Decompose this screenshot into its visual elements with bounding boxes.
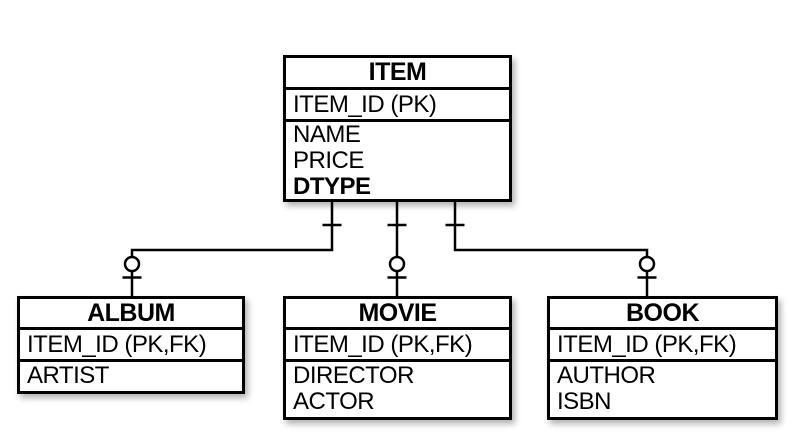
- connector-line-item-album: [130, 200, 334, 296]
- entity-table-movie: MOVIE ITEM_ID (PK,FK) DIRECTOR ACTOR: [283, 296, 512, 420]
- entity-title-item: ITEM: [286, 58, 509, 90]
- attribute-row: ARTIST: [27, 362, 109, 389]
- relationship-item-book: [445, 200, 657, 296]
- entity-title-book: BOOK: [550, 299, 775, 330]
- entity-key-field-item: ITEM_ID (PK): [286, 90, 509, 122]
- entity-attributes-album: ARTIST: [20, 362, 242, 391]
- attribute-row: ACTOR: [293, 388, 375, 415]
- entity-attributes-book: AUTHOR ISBN: [550, 362, 775, 417]
- entity-key-field-movie: ITEM_ID (PK,FK): [286, 330, 509, 362]
- cardinality-zero-circle-movie: [388, 255, 406, 273]
- cardinality-zero-circle-book: [638, 255, 656, 273]
- cardinality-zero-circle-album: [123, 255, 141, 273]
- entity-key-field-album: ITEM_ID (PK,FK): [20, 330, 242, 362]
- attribute-row: DTYPE: [293, 173, 371, 200]
- attribute-row: DIRECTOR: [293, 362, 414, 389]
- connector-line-item-book: [453, 200, 649, 296]
- entity-table-item: ITEM ITEM_ID (PK) NAME PRICE DTYPE: [283, 55, 512, 202]
- entity-table-book: BOOK ITEM_ID (PK,FK) AUTHOR ISBN: [547, 296, 778, 420]
- relationship-item-album: [122, 200, 342, 296]
- attribute-row: ISBN: [557, 388, 612, 415]
- relationship-item-movie: [387, 200, 407, 296]
- entity-title-movie: MOVIE: [286, 299, 509, 330]
- entity-key-field-book: ITEM_ID (PK,FK): [550, 330, 775, 362]
- entity-attributes-movie: DIRECTOR ACTOR: [286, 362, 509, 417]
- attribute-row: PRICE: [293, 147, 364, 174]
- attribute-row: AUTHOR: [557, 362, 656, 389]
- entity-attributes-item: NAME PRICE DTYPE: [286, 122, 509, 199]
- entity-table-album: ALBUM ITEM_ID (PK,FK) ARTIST: [17, 296, 245, 394]
- entity-title-album: ALBUM: [20, 299, 242, 330]
- attribute-row: NAME: [293, 122, 361, 148]
